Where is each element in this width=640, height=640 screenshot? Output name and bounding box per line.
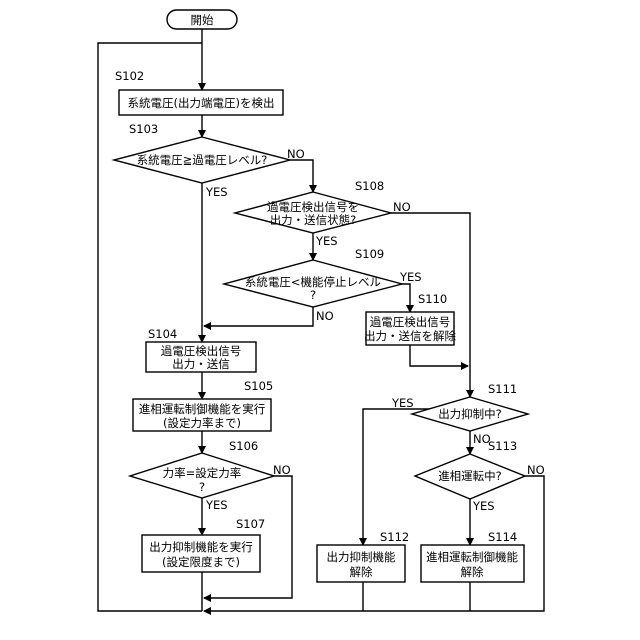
s105-id: S105	[244, 379, 273, 393]
s114-line-1: 進相運転制御機能	[426, 550, 518, 564]
node-s106: 力率=設定力率 ?	[130, 453, 274, 498]
s107-id: S107	[236, 517, 265, 531]
s108-line-1: 過電圧検出信号を	[267, 200, 359, 214]
s103-line-1: 系統電圧≧過電圧レベル?	[137, 153, 268, 167]
start-terminal: 開始	[167, 10, 237, 29]
node-s108: 過電圧検出信号を 出力・送信状態?	[235, 192, 391, 233]
node-s103: 系統電圧≧過電圧レベル?	[114, 137, 290, 183]
s109-no-label: NO	[316, 309, 334, 323]
s113-no-label: NO	[527, 463, 545, 477]
s107-line-2: (設定限度まで)	[162, 555, 240, 569]
s105-line-2: (設定力率まで)	[163, 416, 241, 430]
s111-no-label: NO	[473, 432, 491, 446]
s111-yes-label: YES	[391, 396, 414, 410]
node-s114: 進相運転制御機能 解除	[421, 545, 524, 582]
start-label: 開始	[191, 13, 214, 27]
s114-id: S114	[488, 530, 517, 544]
node-s111: 出力抑制中?	[412, 397, 528, 431]
s102-id: S102	[115, 69, 144, 83]
edge-s109-s110	[402, 284, 410, 312]
node-s107: 出力抑制機能を実行 (設定限度まで)	[142, 535, 260, 572]
edge-s109-join	[204, 307, 313, 326]
s113-line-1: 進相運転中?	[438, 469, 502, 483]
s109-line-2: ?	[310, 288, 316, 302]
s106-line-1: 力率=設定力率	[163, 466, 242, 480]
s103-id: S103	[129, 122, 158, 136]
edge-s103-s108	[290, 160, 313, 192]
s109-yes-label: YES	[399, 270, 422, 284]
s113-id: S113	[488, 439, 517, 453]
node-s110: 過電圧検出信号 出力・送信を解除	[364, 312, 456, 345]
s103-yes-label: YES	[205, 185, 228, 199]
s104-id: S104	[148, 327, 177, 341]
s108-id: S108	[355, 179, 384, 193]
s108-no-label: NO	[393, 200, 411, 214]
s111-id: S111	[488, 382, 517, 396]
s106-yes-label: YES	[205, 498, 228, 512]
edge-s110-merge	[410, 345, 468, 366]
s110-line-2: 出力・送信を解除	[364, 329, 456, 343]
s104-line-2: 出力・送信	[172, 357, 230, 371]
s114-line-2: 解除	[461, 565, 484, 579]
s110-id: S110	[418, 292, 447, 306]
s112-line-2: 解除	[350, 565, 373, 579]
s106-no-label: NO	[273, 463, 291, 477]
node-s109: 系統電圧<機能停止レベル ?	[224, 260, 402, 307]
node-s105: 進相運転制御機能を実行 (設定力率まで)	[133, 399, 271, 431]
s106-line-2: ?	[199, 480, 205, 494]
s110-line-1: 過電圧検出信号	[370, 315, 451, 329]
s104-line-1: 過電圧検出信号	[161, 344, 242, 358]
s108-yes-label: YES	[315, 234, 338, 248]
s112-line-1: 出力抑制機能	[327, 550, 396, 564]
s109-line-1: 系統電圧<機能停止レベル	[245, 275, 381, 289]
s112-id: S112	[380, 530, 409, 544]
s102-line-1: 系統電圧(出力端電圧)を検出	[128, 96, 275, 110]
node-s102: 系統電圧(出力端電圧)を検出	[119, 90, 283, 115]
s111-line-1: 出力抑制中?	[438, 407, 502, 421]
s109-id: S109	[355, 247, 384, 261]
s106-id: S106	[229, 439, 258, 453]
s107-line-1: 出力抑制機能を実行	[149, 540, 253, 554]
node-s104: 過電圧検出信号 出力・送信	[146, 342, 256, 372]
s103-no-label: NO	[287, 147, 305, 161]
s113-yes-label: YES	[472, 499, 495, 513]
node-s112: 出力抑制機能 解除	[317, 545, 405, 582]
node-s113: 進相運転中?	[415, 454, 525, 499]
s105-line-1: 進相運転制御機能を実行	[139, 402, 266, 416]
s108-line-2: 出力・送信状態?	[270, 213, 357, 227]
